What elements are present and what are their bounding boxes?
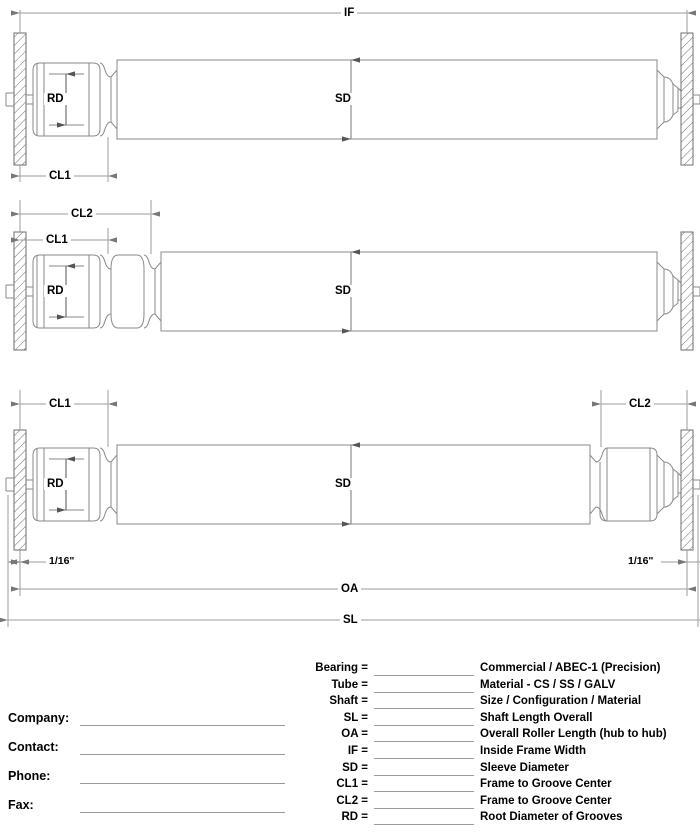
frame-rail-right-3 — [680, 429, 694, 551]
dim-label-sd-3: SD — [332, 478, 354, 490]
form-row-contact: Contact: — [0, 737, 290, 766]
frame-rail-left-1 — [13, 32, 27, 166]
legend-desc-cl1: Frame to Groove Center — [480, 778, 612, 791]
roller2-right-hub — [656, 261, 682, 322]
dim-label-oa: OA — [338, 583, 362, 595]
legend-input-if[interactable] — [374, 757, 474, 759]
dim-label-gap-right: 1/16" — [625, 555, 657, 567]
legend-code-shaft: Shaft = — [329, 695, 368, 708]
legend-row-sl: SL = Shaft Length Overall — [290, 711, 700, 728]
legend-input-tube[interactable] — [374, 691, 474, 693]
dim-label-rd-3: RD — [44, 478, 67, 490]
frame-rail-left-2 — [13, 231, 27, 351]
legend-row-rd: RD = Root Diameter of Grooves — [290, 810, 700, 827]
roller1-right-hub — [656, 69, 682, 130]
company-label: Company: — [8, 711, 70, 725]
company-input[interactable] — [80, 725, 285, 726]
form-row-company: Company: — [0, 708, 290, 737]
legend-code-rd: RD = — [341, 811, 368, 824]
phone-input[interactable] — [80, 783, 285, 784]
roller2-sleeve — [160, 251, 658, 332]
form-row-phone: Phone: — [0, 766, 290, 795]
roller3-right-hub — [589, 447, 682, 522]
roller1-left-hub — [32, 62, 118, 137]
legend-code-sd: SD = — [342, 761, 368, 774]
legend-desc-oa: Overall Roller Length (hub to hub) — [480, 728, 667, 741]
legend-input-cl2[interactable] — [374, 807, 474, 809]
legend-desc-cl2: Frame to Groove Center — [480, 794, 612, 807]
spec-legend-table: Bearing = Commercial / ABEC-1 (Precision… — [290, 661, 700, 827]
form-row-fax: Fax: — [0, 795, 290, 824]
legend-row-oa: OA = Overall Roller Length (hub to hub) — [290, 727, 700, 744]
legend-row-tube: Tube = Material - CS / SS / GALV — [290, 678, 700, 695]
dim-label-sd-1: SD — [332, 93, 354, 105]
legend-code-cl2: CL2 = — [336, 794, 368, 807]
legend-row-cl1: CL1 = Frame to Groove Center — [290, 777, 700, 794]
legend-input-rd[interactable] — [374, 824, 474, 826]
roller1-sleeve — [116, 59, 658, 140]
legend-code-tube: Tube = — [331, 678, 368, 691]
legend-row-shaft: Shaft = Size / Configuration / Material — [290, 694, 700, 711]
legend-desc-tube: Material - CS / SS / GALV — [480, 678, 616, 691]
legend-input-sl[interactable] — [374, 724, 474, 726]
legend-code-sl: SL = — [343, 711, 368, 724]
legend-desc-sl: Shaft Length Overall — [480, 711, 593, 724]
legend-code-oa: OA = — [341, 728, 368, 741]
contact-input[interactable] — [80, 754, 285, 755]
fax-label: Fax: — [8, 798, 34, 812]
dim-label-cl1-2: CL1 — [43, 234, 71, 246]
legend-code-if: IF = — [347, 744, 368, 757]
phone-label: Phone: — [8, 769, 51, 783]
legend-input-sd[interactable] — [374, 774, 474, 776]
legend-desc-rd: Root Diameter of Grooves — [480, 811, 623, 824]
legend-input-bearing[interactable] — [374, 675, 474, 676]
dim-label-gap-left: 1/16" — [46, 555, 78, 567]
customer-info-form: Company: Contact: Phone: Fax: — [0, 708, 290, 824]
legend-row-if: IF = Inside Frame Width — [290, 744, 700, 761]
fax-input[interactable] — [80, 812, 285, 813]
legend-desc-if: Inside Frame Width — [480, 744, 586, 757]
dim-label-sl: SL — [340, 614, 361, 626]
legend-desc-shaft: Size / Configuration / Material — [480, 695, 642, 708]
frame-rail-right-2 — [680, 231, 694, 351]
legend-row-cl2: CL2 = Frame to Groove Center — [290, 794, 700, 811]
legend-desc-bearing: Commercial / ABEC-1 (Precision) — [480, 662, 661, 674]
legend-code-bearing: Bearing = — [315, 662, 368, 674]
frame-rail-right-1 — [680, 32, 694, 166]
dim-label-cl1-1: CL1 — [46, 170, 74, 182]
legend-input-shaft[interactable] — [374, 708, 474, 710]
dim-label-rd-1: RD — [44, 93, 67, 105]
legend-input-oa[interactable] — [374, 741, 474, 743]
dim-label-if: IF — [341, 7, 358, 19]
frame-rail-left-3 — [13, 429, 27, 551]
legend-input-cl1[interactable] — [374, 791, 474, 793]
dim-label-cl2-3: CL2 — [626, 398, 654, 410]
technical-drawing — [0, 10, 700, 627]
legend-code-cl1: CL1 = — [336, 778, 368, 791]
dim-label-rd-2: RD — [44, 285, 67, 297]
dim-label-sd-2: SD — [332, 285, 354, 297]
contact-label: Contact: — [8, 740, 59, 754]
legend-row-sd: SD = Sleeve Diameter — [290, 761, 700, 778]
legend-row-bearing: Bearing = Commercial / ABEC-1 (Precision… — [290, 661, 700, 678]
dim-label-cl2-2: CL2 — [68, 208, 96, 220]
dim-label-cl1-3: CL1 — [46, 398, 74, 410]
legend-desc-sd: Sleeve Diameter — [480, 761, 569, 774]
